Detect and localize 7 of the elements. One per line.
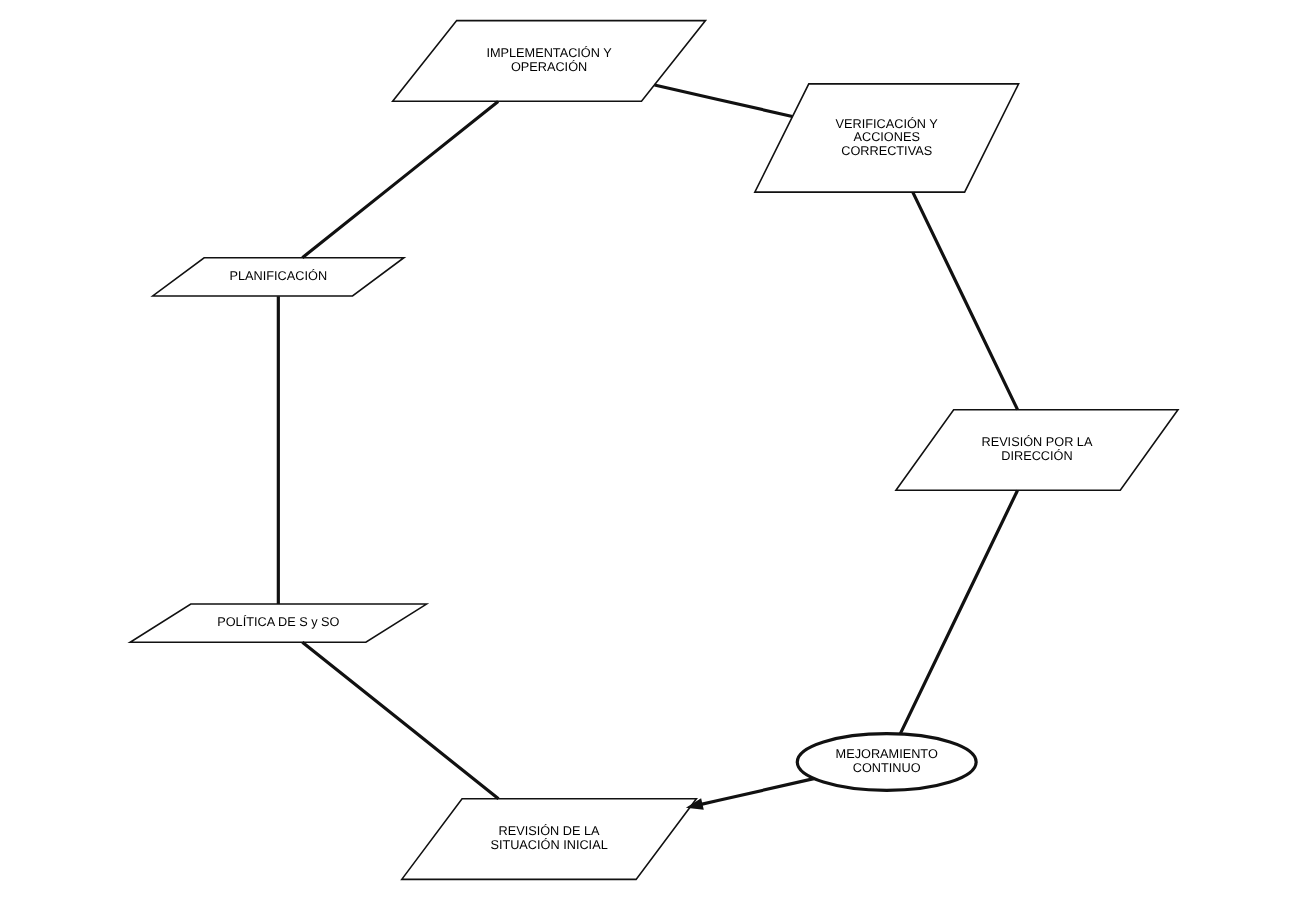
connector — [301, 641, 500, 800]
connector — [301, 100, 500, 259]
connector — [276, 296, 280, 605]
connector — [654, 83, 793, 118]
connector — [911, 191, 1019, 411]
arrow — [685, 777, 815, 810]
connector — [898, 489, 1019, 735]
